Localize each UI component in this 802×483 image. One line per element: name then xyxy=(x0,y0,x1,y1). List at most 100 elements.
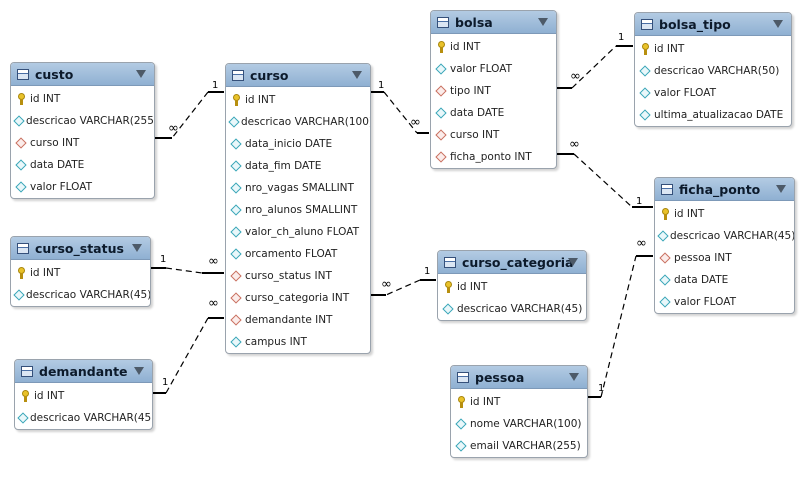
column-row[interactable]: id INT xyxy=(431,36,556,58)
column-row[interactable]: id INT xyxy=(11,88,154,110)
column-list: id INT descricao VARCHAR(45) xyxy=(11,260,150,306)
foreign-key-diamond-icon xyxy=(230,314,242,326)
column-row[interactable]: descricao VARCHAR(45) xyxy=(11,284,150,306)
column-label: tipo INT xyxy=(450,85,491,97)
table-header[interactable]: pessoa xyxy=(451,366,587,389)
collapse-arrow-icon[interactable] xyxy=(136,70,146,78)
cardinality-one-label: 1 xyxy=(160,254,166,265)
column-row[interactable]: orcamento FLOAT xyxy=(226,243,370,265)
foreign-key-diamond-icon xyxy=(435,85,447,97)
table-header[interactable]: curso xyxy=(226,64,370,87)
column-row[interactable]: email VARCHAR(255) xyxy=(451,435,587,457)
column-row[interactable]: descricao VARCHAR(45) xyxy=(655,225,794,247)
cardinality-one-label: 1 xyxy=(378,80,384,91)
table-header[interactable]: bolsa_tipo xyxy=(635,13,791,36)
relationship-curso-bolsa[interactable]: 1∞ xyxy=(370,80,429,134)
table-icon xyxy=(457,371,469,383)
table-header[interactable]: curso_categoria xyxy=(438,251,586,274)
column-label: id INT xyxy=(30,267,61,279)
collapse-arrow-icon[interactable] xyxy=(569,373,579,381)
foreign-key-diamond-icon xyxy=(15,137,27,149)
column-row[interactable]: id INT xyxy=(451,391,587,413)
column-row[interactable]: id INT xyxy=(15,385,152,407)
column-row[interactable]: curso_categoria INT xyxy=(226,287,370,309)
relationship-demandante-curso[interactable]: 1∞ xyxy=(152,296,224,394)
connector-dashed-line xyxy=(165,317,209,394)
column-row[interactable]: id INT xyxy=(635,38,791,60)
cardinality-one-label: 1 xyxy=(162,377,168,388)
table-header[interactable]: demandante xyxy=(15,360,152,383)
relationship-bolsa-bolsa_tipo[interactable]: 1∞ xyxy=(556,32,633,89)
column-row[interactable]: id INT xyxy=(226,89,370,111)
column-diamond-icon xyxy=(442,303,454,315)
column-row[interactable]: ficha_ponto INT xyxy=(431,146,556,168)
column-row[interactable]: id INT xyxy=(655,203,794,225)
column-diamond-icon xyxy=(15,159,27,171)
table-header[interactable]: curso_status xyxy=(11,237,150,260)
column-diamond-icon xyxy=(13,115,25,127)
column-row[interactable]: pessoa INT xyxy=(655,247,794,269)
column-label: valor FLOAT xyxy=(30,181,93,193)
table-name: pessoa xyxy=(475,369,525,385)
column-row[interactable]: ultima_atualizacao DATE xyxy=(635,104,791,126)
column-row[interactable]: valor FLOAT xyxy=(655,291,794,313)
column-row[interactable]: nro_alunos SMALLINT xyxy=(226,199,370,221)
column-row[interactable]: curso INT xyxy=(11,132,154,154)
column-row[interactable]: descricao VARCHAR(45) xyxy=(15,407,152,429)
table-demandante[interactable]: demandante id INT descricao VARCHAR(45) xyxy=(14,359,153,430)
column-row[interactable]: data_inicio DATE xyxy=(226,133,370,155)
column-label: id INT xyxy=(34,390,65,402)
column-row[interactable]: valor FLOAT xyxy=(11,176,154,198)
column-row[interactable]: descricao VARCHAR(255) xyxy=(11,110,154,132)
column-row[interactable]: data_fim DATE xyxy=(226,155,370,177)
relationship-bolsa-ficha_ponto[interactable]: 1∞ xyxy=(556,137,653,208)
column-row[interactable]: descricao VARCHAR(50) xyxy=(635,60,791,82)
relationship-custo-curso[interactable]: 1∞ xyxy=(155,80,224,139)
column-row[interactable]: data DATE xyxy=(431,102,556,124)
column-diamond-icon xyxy=(15,181,27,193)
column-row[interactable]: data DATE xyxy=(11,154,154,176)
column-row[interactable]: id INT xyxy=(11,262,150,284)
column-row[interactable]: valor FLOAT xyxy=(635,82,791,104)
cardinality-many-label: ∞ xyxy=(208,296,219,311)
column-row[interactable]: tipo INT xyxy=(431,80,556,102)
collapse-arrow-icon[interactable] xyxy=(568,258,578,266)
collapse-arrow-icon[interactable] xyxy=(352,71,362,79)
column-label: email VARCHAR(255) xyxy=(470,440,581,452)
column-row[interactable]: demandante INT xyxy=(226,309,370,331)
column-row[interactable]: nome VARCHAR(100) xyxy=(451,413,587,435)
collapse-arrow-icon[interactable] xyxy=(132,244,142,252)
table-header[interactable]: custo xyxy=(11,63,154,86)
column-row[interactable]: nro_vagas SMALLINT xyxy=(226,177,370,199)
connector-dashed-line xyxy=(600,255,637,398)
collapse-arrow-icon[interactable] xyxy=(538,18,548,26)
relationship-pessoa-ficha_ponto[interactable]: 1∞ xyxy=(587,236,653,398)
column-row[interactable]: descricao VARCHAR(45) xyxy=(438,298,586,320)
column-row[interactable]: campus INT xyxy=(226,331,370,353)
column-row[interactable]: curso INT xyxy=(431,124,556,146)
column-row[interactable]: valor FLOAT xyxy=(431,58,556,80)
table-header[interactable]: ficha_ponto xyxy=(655,178,794,201)
column-label: id INT xyxy=(654,43,685,55)
collapse-arrow-icon[interactable] xyxy=(773,20,783,28)
collapse-arrow-icon[interactable] xyxy=(776,185,786,193)
column-row[interactable]: descricao VARCHAR(100) xyxy=(226,111,370,133)
column-row[interactable]: valor_ch_aluno FLOAT xyxy=(226,221,370,243)
relationship-curso_categoria-curso[interactable]: 1∞ xyxy=(370,266,436,296)
column-row[interactable]: curso_status INT xyxy=(226,265,370,287)
table-header[interactable]: bolsa xyxy=(431,11,556,34)
column-row[interactable]: id INT xyxy=(438,276,586,298)
relationship-curso_status-curso[interactable]: 1∞ xyxy=(150,254,224,274)
column-row[interactable]: data DATE xyxy=(655,269,794,291)
collapse-arrow-icon[interactable] xyxy=(134,367,144,375)
